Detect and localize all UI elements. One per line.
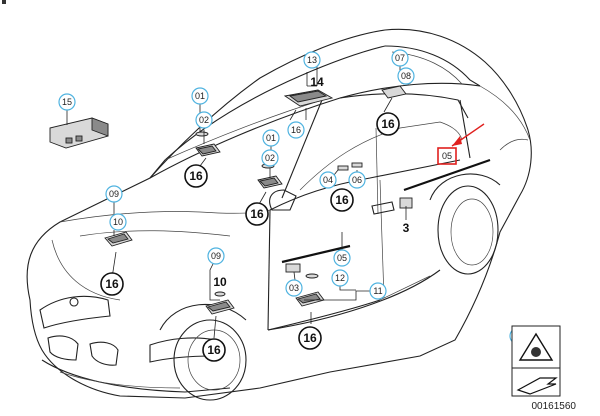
callout-07-label: 07 — [395, 53, 405, 63]
label-16-front-left: 16 — [189, 169, 203, 183]
callout-06-label: 06 — [352, 175, 362, 185]
callout-02-a — [195, 111, 213, 129]
callout-13-label: 13 — [307, 55, 317, 65]
bulb-icon — [531, 347, 541, 357]
callout-05 — [333, 249, 351, 267]
bulb-16-front-right — [245, 202, 269, 226]
callout-05-label: 05 — [337, 253, 347, 263]
callout-02-b — [261, 149, 279, 167]
callout-04-label: 04 — [323, 175, 333, 185]
callout-09-b-label: 09 — [211, 251, 221, 261]
callout-03-label: 03 — [289, 283, 299, 293]
socket-03 — [285, 263, 301, 273]
light-strip-upper — [403, 158, 491, 192]
label-14: 14 — [310, 75, 324, 89]
label-16-sill: 16 — [303, 331, 317, 345]
label-3: 3 — [403, 221, 410, 235]
rear-interior-lamp — [381, 85, 407, 99]
label-16-rear: 16 — [381, 117, 395, 131]
bulb-16-rear — [376, 112, 400, 136]
label-16-footwell: 16 — [105, 277, 119, 291]
label-16-front-right: 16 — [250, 207, 264, 221]
callout-01-b — [262, 129, 280, 147]
callouts: 15 01 02 01 02 13 16 07 08 04 06 09 10 0… — [58, 49, 415, 300]
callout-01-a-label: 01 — [195, 91, 205, 101]
callout-11-label: 11 — [373, 286, 382, 296]
callout-09-b — [207, 247, 225, 265]
callout-16-roof-label: 16 — [291, 125, 301, 135]
corner-mark — [2, 0, 6, 4]
callout-15-label: 15 — [62, 97, 72, 107]
bulb-06 — [351, 162, 363, 168]
callout-10-a — [109, 213, 127, 231]
car-outline — [26, 28, 532, 401]
diagram-number: 00161560 — [531, 401, 577, 412]
callout-13 — [303, 51, 321, 69]
callout-06 — [348, 171, 366, 189]
label-16-center: 16 — [335, 193, 349, 207]
callout-09-a — [105, 185, 123, 203]
bulb-16-sill — [298, 326, 322, 350]
bulb-16-footwell — [100, 272, 124, 296]
label-10: 10 — [213, 275, 227, 289]
bulb-16-door — [202, 338, 226, 362]
callout-12 — [331, 269, 349, 287]
callout-15 — [58, 93, 76, 111]
callout-01-b-label: 01 — [266, 133, 276, 143]
callout-12-label: 12 — [335, 273, 345, 283]
legend-box: 16 — [509, 325, 561, 397]
highlight-box — [437, 147, 457, 165]
part-labels: 14 16 16 16 16 16 16 16 3 10 — [100, 75, 410, 362]
callout-08 — [397, 67, 415, 85]
callout-02-a-label: 02 — [199, 115, 209, 125]
callout-16-roof — [287, 121, 305, 139]
highlight-arrow: 05 — [437, 123, 485, 165]
callout-11 — [369, 282, 387, 300]
callout-01-a — [191, 87, 209, 105]
callout-03 — [285, 279, 303, 297]
callout-09-a-label: 09 — [109, 189, 119, 199]
bulb-16-front-left — [184, 164, 208, 188]
label-16-door: 16 — [207, 343, 221, 357]
light-strip-lower — [281, 244, 351, 264]
callout-02-b-label: 02 — [265, 153, 275, 163]
callout-05-highlighted: 05 — [442, 151, 452, 161]
callout-10-a-label: 10 — [113, 217, 123, 227]
callout-04 — [319, 171, 337, 189]
bulb-04 — [337, 165, 349, 171]
arrow-icon — [516, 377, 558, 395]
callout-07 — [391, 49, 409, 67]
callout-08-label: 08 — [401, 71, 411, 81]
parts-group — [49, 79, 491, 315]
bulb-16-center — [330, 188, 354, 212]
